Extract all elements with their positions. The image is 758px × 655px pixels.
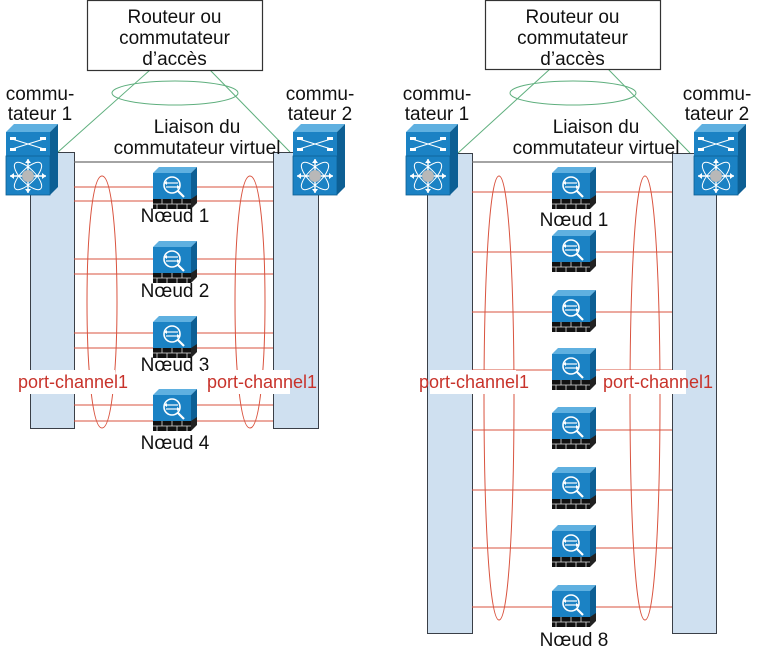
switch-icon: [292, 123, 346, 196]
node-label: Nœud 8: [540, 630, 609, 651]
cluster-node[interactable]: [550, 583, 598, 629]
firewall-icon: [550, 583, 598, 629]
firewall-icon: [151, 387, 199, 433]
port-channel-left-label: port-channel1: [18, 370, 128, 394]
port-channel-right-ellipse: [234, 175, 266, 429]
node-label: Nœud 2: [141, 281, 210, 302]
router-label-line: commutateur: [517, 28, 629, 49]
router-label-line: d’accès: [540, 49, 604, 70]
port-channel-left-text: port-channel1: [18, 372, 128, 392]
label-background: [430, 370, 516, 394]
firewall-icon: [550, 523, 598, 569]
uplink-etherchannel-ellipse: [509, 80, 637, 106]
switch1[interactable]: [405, 123, 459, 196]
port-channel-right-ellipse: [629, 175, 661, 621]
switch1-label-line: tateur 1: [8, 104, 72, 125]
node-label: Nœud 4: [141, 433, 210, 454]
cluster-node[interactable]: [550, 165, 598, 211]
label-background: [600, 370, 686, 394]
cluster-node[interactable]: [151, 387, 199, 433]
firewall-icon: [151, 314, 199, 360]
node-label: Nœud 3: [141, 355, 210, 376]
port-channel-left-text: port-channel1: [419, 372, 529, 392]
label-background: [29, 370, 115, 394]
port-channel-right-label: port-channel1: [204, 370, 317, 394]
router-label-line: commutateur: [119, 28, 231, 49]
router-label-line: Routeur ou: [127, 7, 221, 28]
cluster-node[interactable]: [151, 239, 199, 285]
firewall-icon: [151, 239, 199, 285]
vsl-label-line: Liaison du: [553, 117, 640, 138]
router-label-line: Routeur ou: [525, 7, 619, 28]
cluster-node[interactable]: [550, 405, 598, 451]
vsl-label-line: commutateur virtuel: [114, 138, 281, 159]
switch2[interactable]: [693, 123, 747, 196]
firewall-icon: [151, 165, 199, 211]
cluster-node[interactable]: [151, 165, 199, 211]
uplink-etherchannel-ellipse: [111, 80, 239, 106]
switch-icon: [405, 123, 459, 196]
label-background: [204, 370, 290, 394]
switch2-label-line: tateur 2: [685, 104, 749, 125]
cluster-node[interactable]: [550, 288, 598, 334]
firewall-icon: [550, 288, 598, 334]
node-label: Nœud 1: [540, 210, 609, 231]
port-channel-right-label: port-channel1: [600, 370, 713, 394]
firewall-icon: [550, 228, 598, 274]
switch-icon: [693, 123, 747, 196]
port-channel-right-text: port-channel1: [207, 372, 317, 392]
uplink-line: [607, 68, 691, 154]
cluster-node[interactable]: [550, 465, 598, 511]
switch-icon: [5, 123, 59, 196]
firewall-icon: [550, 346, 598, 392]
port-channel-left-ellipse: [86, 175, 118, 429]
router-box-border: [484, 0, 662, 71]
firewall-icon: [550, 405, 598, 451]
firewall-icon: [550, 165, 598, 211]
switch2-label-line: commu-: [286, 84, 355, 105]
cluster-node[interactable]: [151, 314, 199, 360]
switch1-label-line: tateur 1: [405, 104, 469, 125]
vsl-label-line: Liaison du: [154, 117, 241, 138]
cluster-node[interactable]: [550, 228, 598, 274]
port-channel-left-label: port-channel1: [419, 370, 529, 394]
port-channel-right-text: port-channel1: [603, 372, 713, 392]
uplink-line: [209, 69, 291, 153]
switch1[interactable]: [5, 123, 59, 196]
router-box-border: [86, 0, 264, 72]
firewall-icon: [550, 465, 598, 511]
switch1-label-line: commu-: [6, 84, 75, 105]
switch2-label-line: tateur 2: [288, 104, 352, 125]
vsl-label-line: commutateur virtuel: [513, 138, 680, 159]
node-label: Nœud 1: [141, 206, 210, 227]
router-label-line: d’accès: [142, 49, 206, 70]
switch2-label-line: commu-: [683, 84, 752, 105]
cluster-node[interactable]: [550, 523, 598, 569]
port-channel-left-ellipse: [483, 175, 515, 621]
cluster-node[interactable]: [550, 346, 598, 392]
switch2[interactable]: [292, 123, 346, 196]
switch1-label-line: commu-: [403, 84, 472, 105]
